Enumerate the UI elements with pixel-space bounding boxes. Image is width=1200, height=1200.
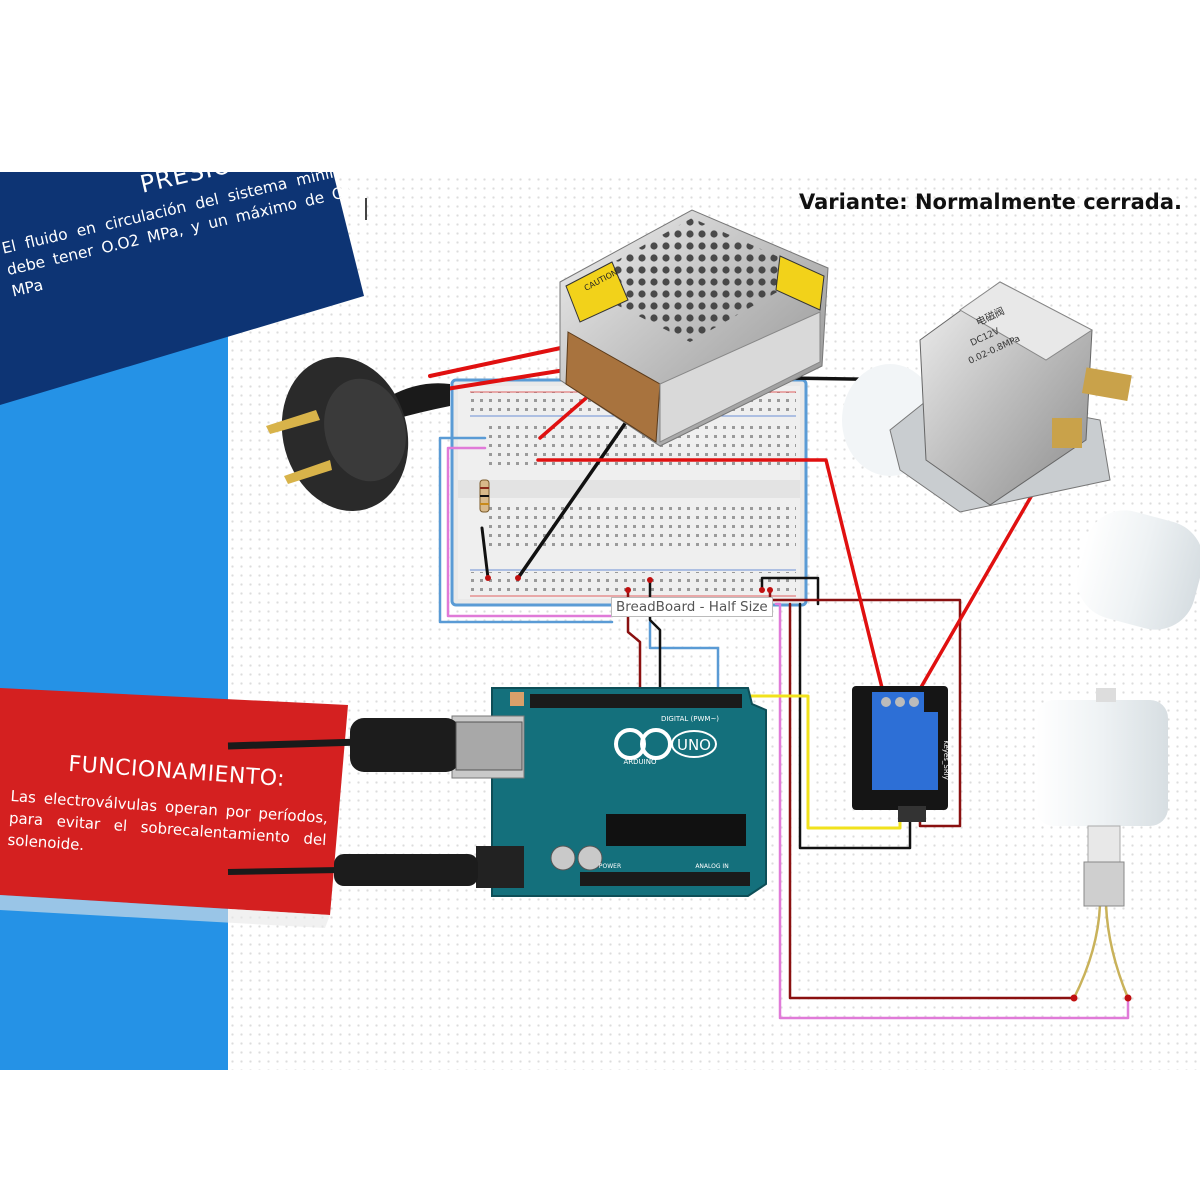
function-banner: FUNCIONAMIENTO: Las electroválvulas oper… — [7, 748, 331, 873]
wire-pink-left — [446, 446, 614, 618]
wire-blue-arduino — [648, 620, 720, 698]
level-sensor — [1036, 688, 1168, 907]
power-plug — [266, 356, 450, 512]
arduino-digital-label: DIGITAL (PWM~) — [661, 715, 719, 723]
wire-yellow — [710, 694, 902, 830]
wire-black-relay — [798, 602, 912, 850]
wire-blue — [438, 436, 614, 624]
wire-darkred-sensor — [788, 602, 1076, 1000]
arduino-brand-label: ARDUINO — [624, 758, 657, 766]
page-title: Variante: Normalmente cerrada. — [799, 190, 1182, 214]
dc-power-cable — [227, 854, 478, 886]
arduino-analog-label: ANALOG IN — [695, 863, 728, 870]
wire-black-bb — [760, 576, 820, 606]
relay-module — [852, 686, 948, 822]
function-banner-shadow — [0, 895, 330, 928]
wire-red-plug — [428, 344, 572, 378]
usb-cable — [227, 718, 523, 772]
arduino-power-label: POWER — [599, 863, 621, 870]
wire-sensor-leads — [1072, 903, 1130, 1000]
breadboard-label: BreadBoard - Half Size — [611, 597, 773, 617]
pressure-banner-shape — [0, 172, 364, 405]
solenoid-valve — [842, 281, 1200, 630]
text-cursor — [365, 198, 367, 220]
arduino-model-label: UNO — [677, 736, 711, 754]
wire-black-left — [480, 526, 490, 580]
connection-points — [485, 575, 1132, 1002]
power-supply — [559, 209, 829, 447]
wire-red-relay — [536, 458, 886, 698]
relay-brand-label: Keyes_SRly — [942, 740, 950, 780]
wire-pink-right — [774, 602, 1130, 1020]
